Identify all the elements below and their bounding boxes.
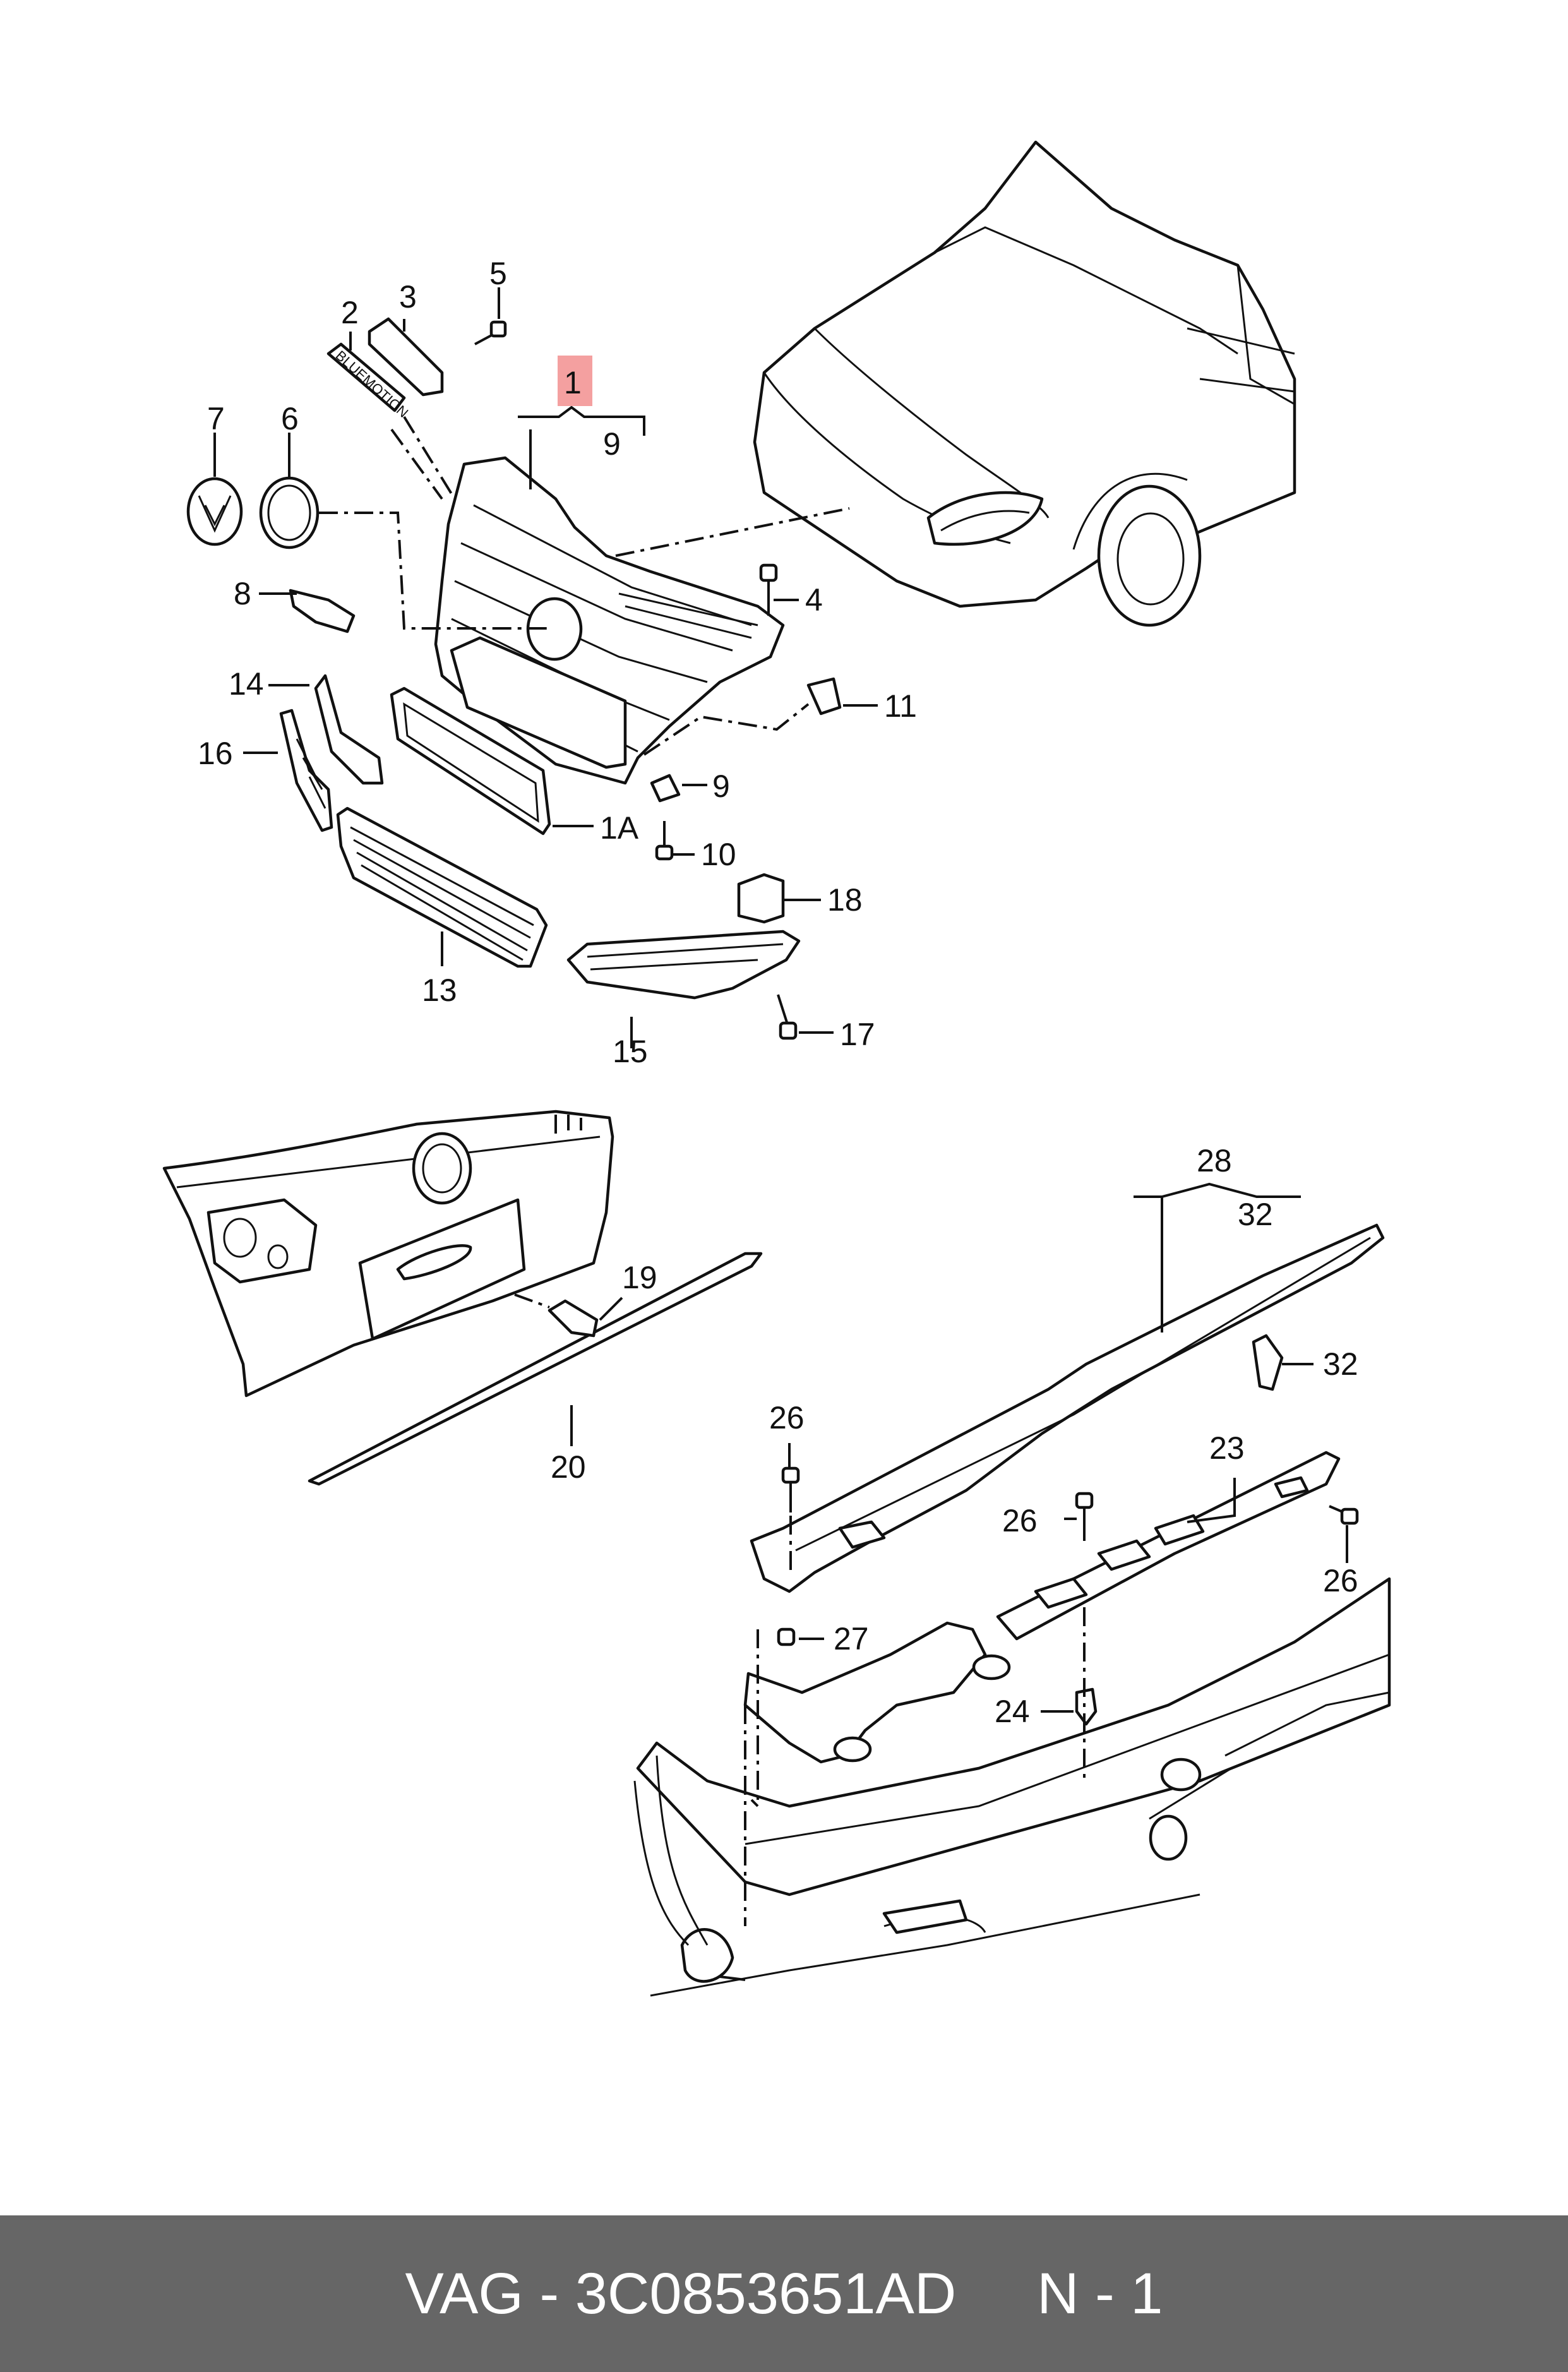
callout-26-left: 26 — [769, 1400, 805, 1435]
car-front-illustration — [753, 140, 1296, 627]
callout-23: 23 — [1209, 1430, 1245, 1466]
callout-14: 14 — [229, 666, 264, 702]
screw-17-icon — [777, 994, 798, 1040]
rivet-24-icon — [1075, 1687, 1098, 1726]
screw-26-right-icon — [1329, 1505, 1359, 1525]
callout-18: 18 — [827, 882, 863, 918]
underbody-illustration — [633, 1577, 1391, 1997]
plug-19-icon — [548, 1299, 599, 1338]
clip-8-icon — [289, 589, 356, 633]
callout-26-right: 26 — [1323, 1563, 1358, 1598]
callout-28: 28 — [1197, 1143, 1232, 1178]
vw-emblem-icon — [186, 477, 243, 546]
callout-32-clip: 32 — [1323, 1346, 1358, 1382]
callout-1A: 1A — [600, 810, 639, 846]
callout-24: 24 — [995, 1694, 1030, 1729]
callout-11: 11 — [884, 688, 917, 724]
highlighted-callout-box — [558, 356, 592, 406]
emblem-ring-icon — [259, 476, 320, 549]
nut-9-icon — [650, 774, 681, 803]
callout-16: 16 — [198, 736, 233, 771]
callout-6: 6 — [281, 401, 299, 436]
callout-27: 27 — [834, 1621, 869, 1656]
clip-32-icon — [1252, 1334, 1284, 1391]
radiator-grille — [434, 456, 785, 785]
fog-light-grille-15 — [566, 930, 801, 1000]
bumper-bracket-27 — [743, 1621, 1011, 1764]
callout-4: 4 — [805, 582, 823, 618]
callout-13: 13 — [422, 973, 457, 1008]
bracket-18-icon — [737, 873, 785, 924]
screw-10-icon — [655, 821, 674, 861]
callout-15: 15 — [613, 1034, 648, 1069]
mounting-rail-23 — [996, 1451, 1341, 1641]
callout-8: 8 — [234, 576, 251, 611]
screw-26-left-icon — [781, 1466, 800, 1512]
footer-bar: VAG - 3C0853651AD N - 1 — [0, 2215, 1568, 2372]
callout-17: 17 — [840, 1017, 875, 1052]
callout-5: 5 — [489, 256, 507, 291]
badge-bracket — [368, 317, 444, 397]
callout-32: 32 — [1238, 1197, 1273, 1232]
callout-7: 7 — [207, 401, 225, 436]
trim-strip-20 — [308, 1252, 763, 1486]
callout-2: 2 — [341, 295, 359, 330]
screw-5-icon — [474, 320, 507, 345]
callout-9-nut: 9 — [712, 769, 730, 804]
callout-3: 3 — [399, 279, 417, 314]
bumper-guide-28 — [750, 1223, 1385, 1593]
trim-16 — [279, 709, 333, 832]
exploded-parts-diagram: BLUEMOTION — [162, 140, 1391, 1997]
screw-26-middle-icon — [1075, 1492, 1094, 1541]
clip-11-icon — [806, 677, 842, 716]
callout-20: 20 — [551, 1449, 586, 1485]
license-plate-carrier — [390, 686, 551, 836]
callout-9: 9 — [603, 426, 621, 462]
callout-19: 19 — [622, 1260, 657, 1295]
callout-26-middle: 26 — [1002, 1503, 1038, 1538]
callout-10: 10 — [701, 837, 736, 872]
trim-strip-14 — [314, 674, 384, 785]
part-number-label: VAG - 3C0853651AD N - 1 — [405, 2261, 1163, 2326]
lower-grille-13 — [336, 806, 548, 968]
screw-4-icon — [759, 563, 778, 616]
callout-1: 1 — [564, 365, 582, 400]
rear-bumper-illustration — [162, 1110, 614, 1398]
